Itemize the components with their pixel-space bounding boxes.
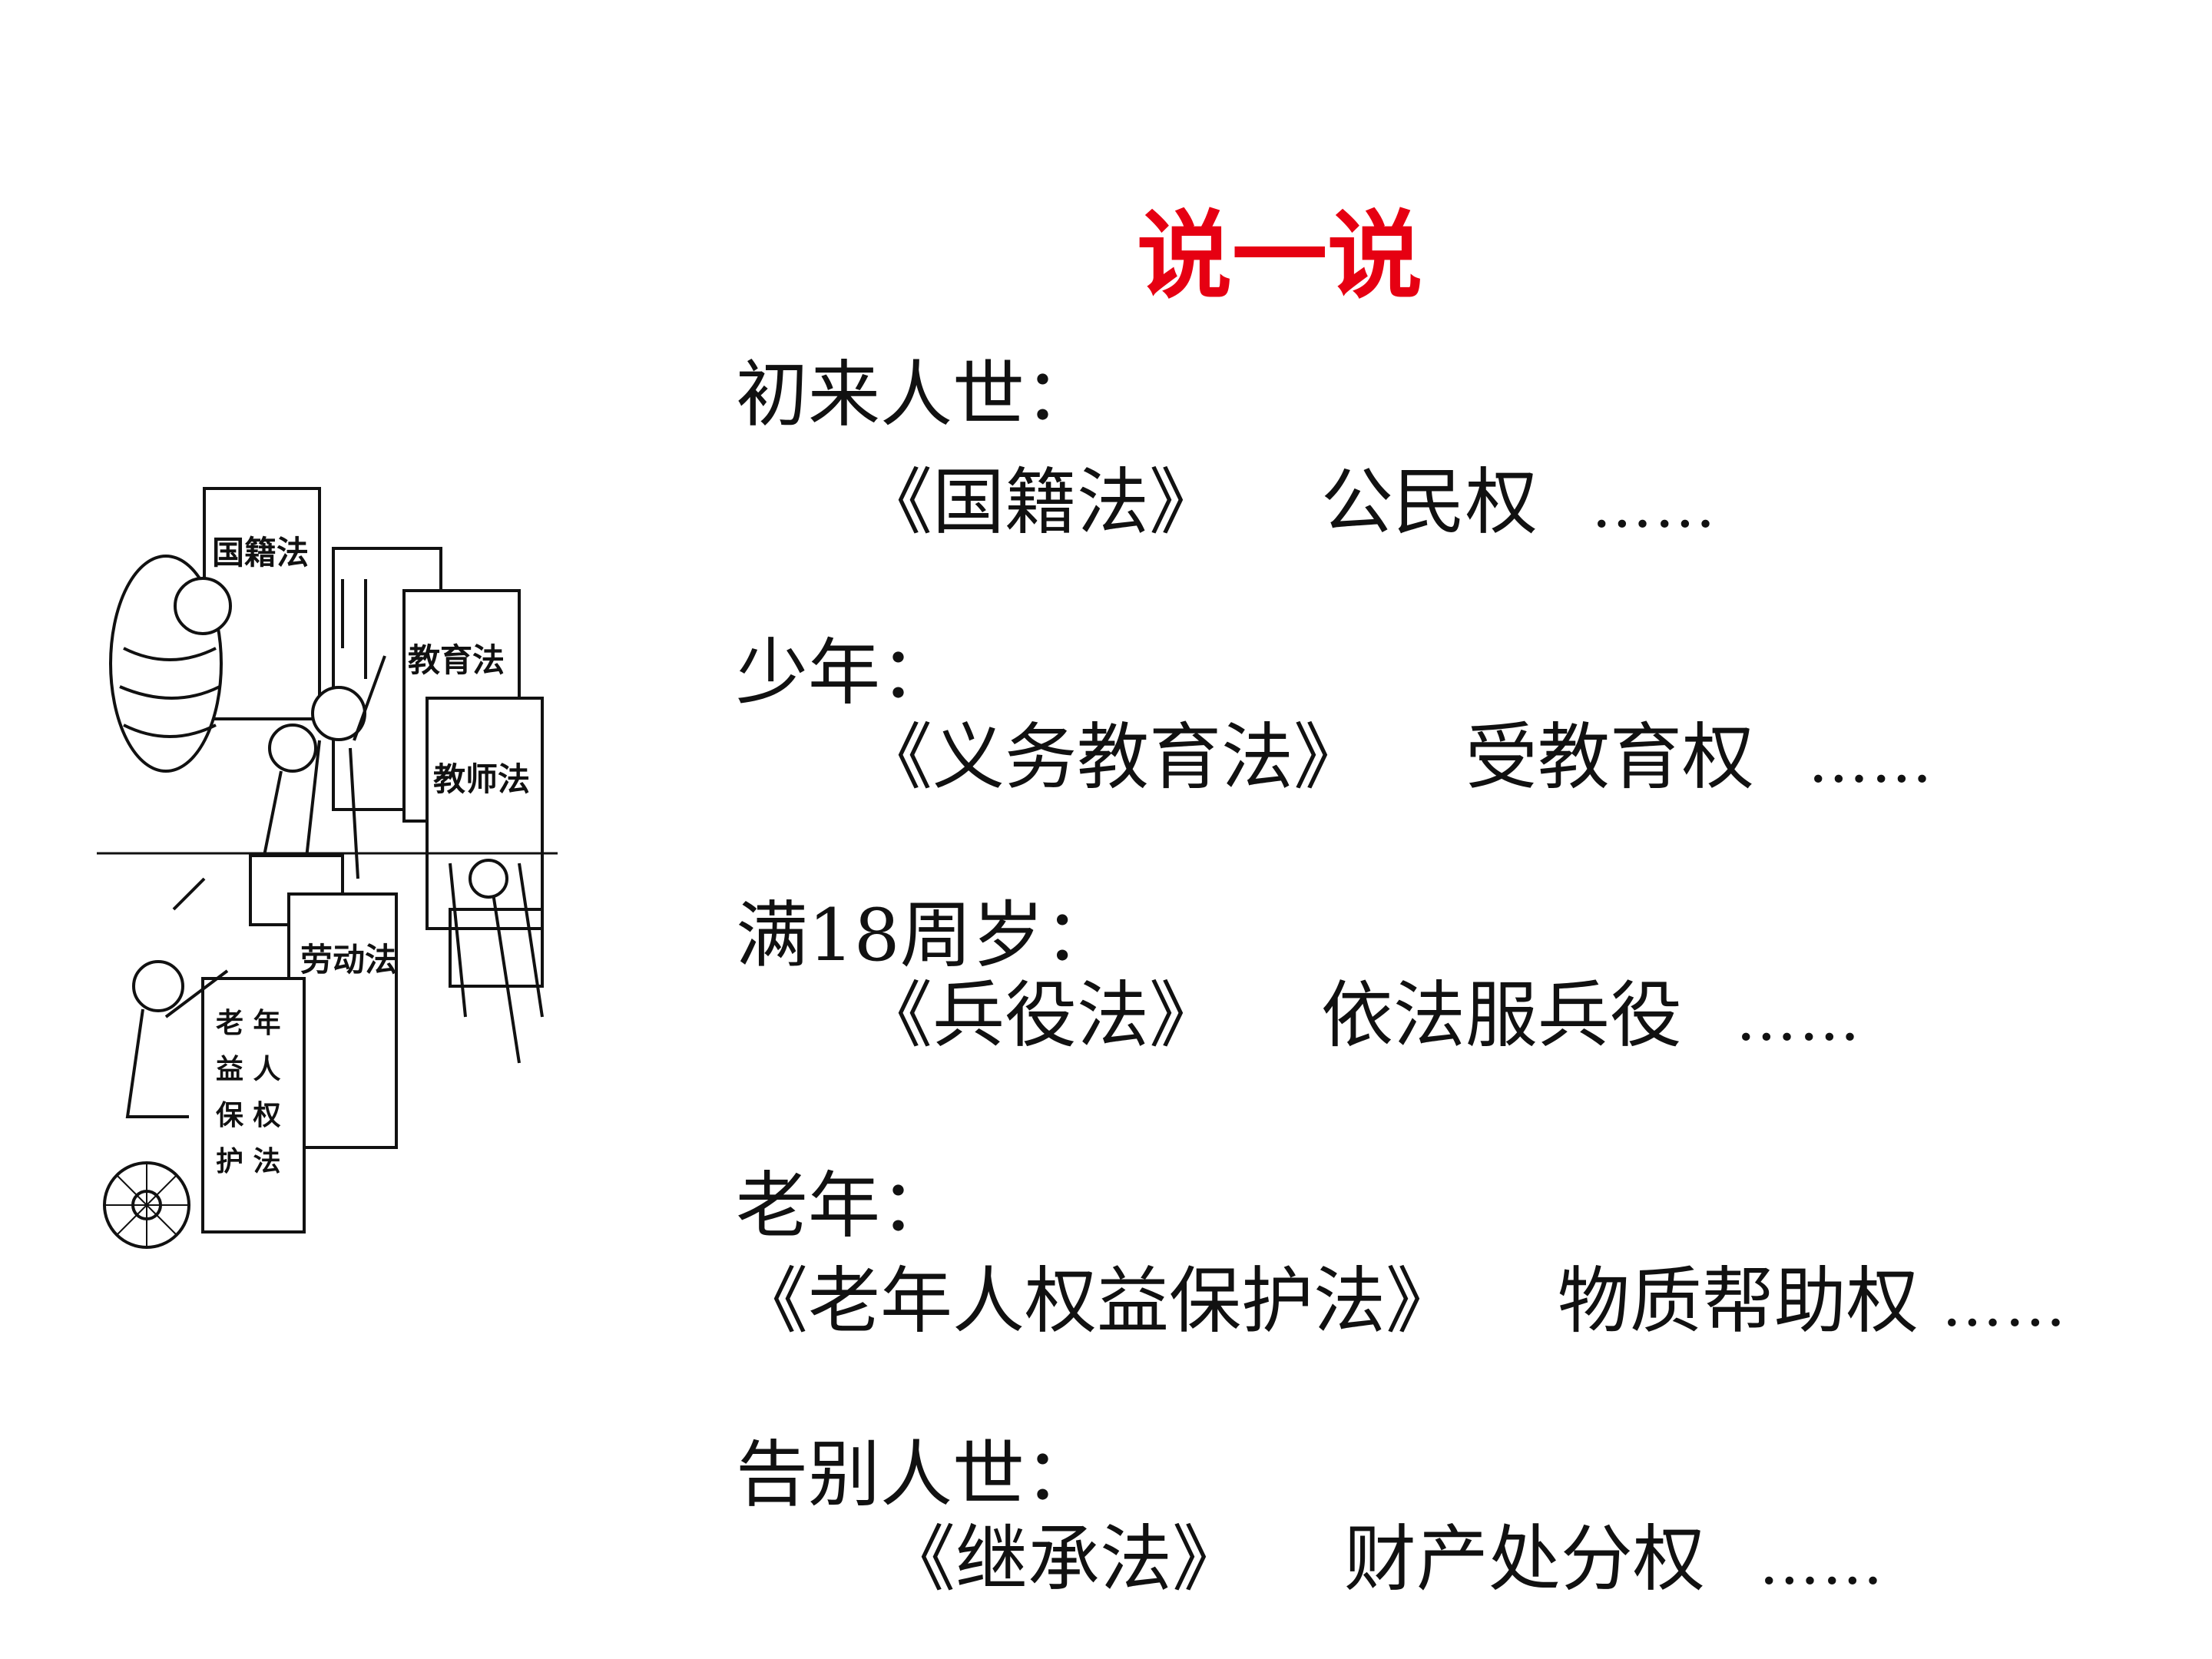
law-name: 《继承法》 — [883, 1518, 1245, 1601]
slide-title: 说一说 — [1137, 200, 1423, 312]
law-name: 《兵役法》 — [860, 974, 1222, 1058]
sign-elderly-law-line1: 老 年 — [216, 1008, 281, 1039]
sign-education-law: 教育法 — [408, 641, 505, 679]
stage-label-birth: 初来人世： — [736, 353, 1098, 437]
law-row-youth: 《义务教育法》 受教育权 …… — [860, 722, 1934, 794]
ellipsis: …… — [1735, 983, 1862, 1055]
sign-teachers-law: 教师法 — [433, 760, 530, 798]
right-name: 受教育权 — [1465, 716, 1754, 800]
law-name: 《国籍法》 — [860, 461, 1222, 545]
ellipsis: …… — [1807, 725, 1934, 796]
sign-elderly-law-line2: 益 人 — [216, 1054, 281, 1085]
stage-label-adult: 满18周岁： — [736, 894, 1117, 978]
stage-label-elderly: 老年： — [736, 1164, 953, 1248]
stage-label-youth: 少年： — [736, 631, 953, 715]
sign-labor-law: 劳动法 — [300, 941, 397, 979]
law-row-elderly: 《老年人权益保护法》 物质帮助权 …… — [736, 1266, 2068, 1338]
ellipsis: …… — [1591, 470, 1717, 541]
stage-label-death: 告别人世： — [736, 1433, 1098, 1517]
ellipsis: …… — [1758, 1527, 1885, 1598]
law-name: 《老年人权益保护法》 — [736, 1260, 1459, 1343]
right-name: 依法服兵役 — [1320, 974, 1682, 1058]
sign-nationality-law: 国籍法 — [212, 534, 309, 571]
law-name: 《义务教育法》 — [860, 716, 1366, 800]
ellipsis: …… — [1941, 1269, 2068, 1340]
right-name: 财产处分权 — [1343, 1518, 1705, 1601]
right-name: 公民权 — [1320, 461, 1538, 545]
law-row-adult: 《兵役法》 依法服兵役 …… — [860, 980, 1862, 1052]
law-row-birth: 《国籍法》 公民权 …… — [860, 467, 1717, 539]
sign-elderly-law-line3: 保 权 — [216, 1100, 281, 1131]
sign-elderly-law-line4: 护 法 — [216, 1146, 281, 1177]
right-name: 物质帮助权 — [1557, 1260, 1919, 1343]
life-stage-laws-cartoon-icon: 国籍法 教育法 教师法 劳动法 老 年 益 人 保 权 护 法 — [89, 449, 565, 1286]
law-row-death: 《继承法》 财产处分权 …… — [883, 1524, 1885, 1596]
